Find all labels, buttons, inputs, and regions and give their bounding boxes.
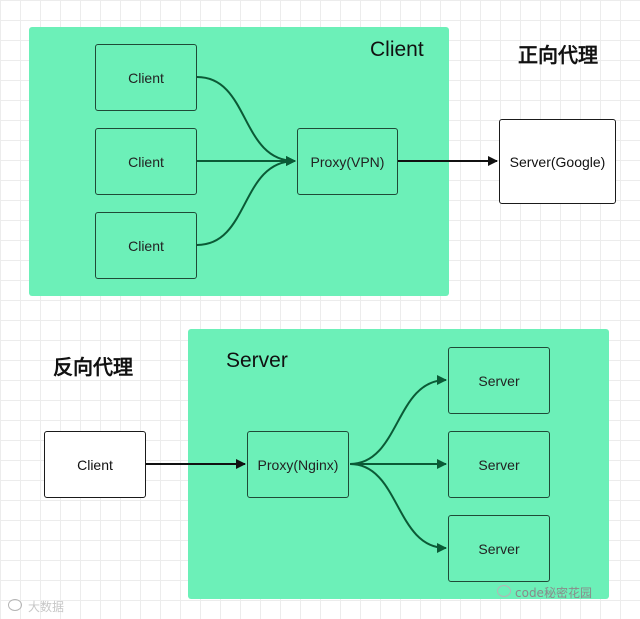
wechat-icon — [497, 585, 511, 597]
watermark-logo-icon — [8, 599, 22, 611]
server-node-1: Server — [448, 347, 550, 414]
server-node-label: Server — [478, 372, 520, 389]
client-region-title: Client — [370, 38, 424, 61]
client-node-2: Client — [95, 128, 197, 195]
reverse-client-node: Client — [44, 431, 146, 498]
proxy-nginx-label: Proxy(Nginx) — [257, 456, 339, 473]
proxy-vpn-label: Proxy(VPN) — [310, 153, 385, 170]
server-node-2: Server — [448, 431, 550, 498]
server-node-3: Server — [448, 515, 550, 582]
server-node-label: Server — [478, 456, 520, 473]
server-region-title: Server — [226, 349, 288, 372]
server-google-label: Server(Google) — [509, 153, 606, 170]
client-node-label: Client — [128, 237, 164, 254]
client-node-3: Client — [95, 212, 197, 279]
edge-client1-to-proxy — [196, 76, 296, 166]
client-node-label: Client — [128, 69, 164, 86]
watermark-right: code秘密花园 — [515, 586, 592, 600]
client-node-label: Client — [128, 153, 164, 170]
reverse-proxy-title: 反向代理 — [53, 355, 133, 379]
edge-nginx-to-server3 — [349, 463, 447, 553]
watermark-left: 大数据 — [28, 600, 65, 614]
forward-proxy-title: 正向代理 — [518, 43, 598, 67]
proxy-vpn-node: Proxy(VPN) — [297, 128, 398, 195]
reverse-client-label: Client — [77, 456, 113, 473]
server-node-label: Server — [478, 540, 520, 557]
proxy-nginx-node: Proxy(Nginx) — [247, 431, 349, 498]
server-google-node: Server(Google) — [499, 119, 616, 204]
edge-client3-to-proxy — [196, 156, 296, 246]
edge-nginx-to-server1 — [349, 375, 447, 465]
client-node-1: Client — [95, 44, 197, 111]
